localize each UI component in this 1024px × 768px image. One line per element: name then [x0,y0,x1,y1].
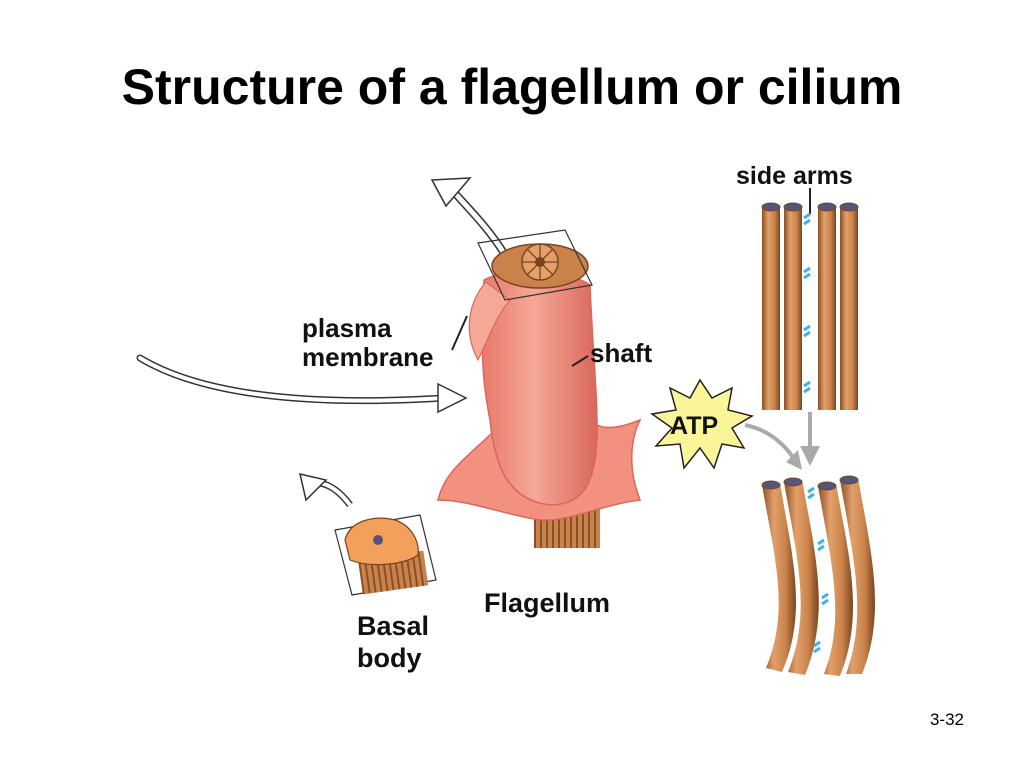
label-basal-line2: body [357,643,422,673]
side-arm-marks-bent [807,486,829,654]
basal-body [298,472,437,596]
label-basal-line1: Basal [357,611,429,641]
leader-plasma-membrane [451,315,468,351]
plasma-membrane-shape [481,271,598,506]
side-arm-marks [803,212,811,394]
label-plasma-line2: membrane [302,342,434,372]
slide-title: Structure of a flagellum or cilium [121,59,903,115]
atp-burst [650,378,754,470]
label-plasma-line1: plasma [302,313,392,343]
pointer-arrow-top [430,177,509,258]
label-side-arms: side arms [736,162,853,190]
cross-section-outline [477,229,593,301]
label-shaft: shaft [590,338,652,368]
microtubules-bent [761,475,875,676]
transition-arrows [744,412,820,470]
label-atp: ATP [670,412,718,440]
leader-shaft [571,355,589,367]
membrane-flap [468,281,511,362]
label-flagellum: Flagellum [484,588,610,618]
flagellum-shaft [437,229,642,548]
pointer-arrow-left [136,354,468,414]
cross-section-wheel [521,243,559,281]
microtubules-straight [761,202,859,410]
slide-number: 3-32 [929,710,964,729]
